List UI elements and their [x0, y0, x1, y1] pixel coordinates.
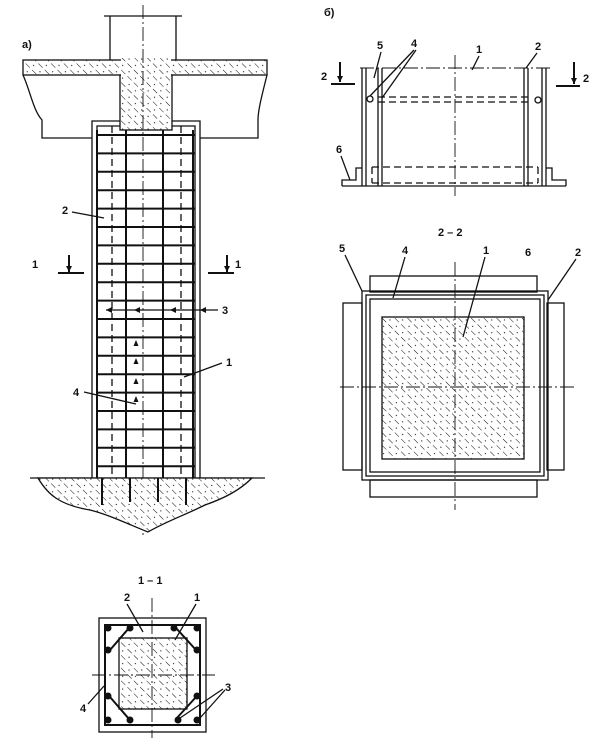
plate-top — [369, 275, 538, 293]
label-2: 2 — [575, 247, 581, 259]
leader-2b — [525, 52, 538, 69]
plate-right — [546, 302, 565, 471]
stub-joint — [121, 58, 171, 76]
leader — [87, 685, 105, 705]
leader-4 — [83, 391, 137, 405]
leader — [547, 258, 577, 301]
label-3: 3 — [225, 682, 231, 694]
arrowhead — [66, 266, 72, 272]
plate-bottom — [369, 479, 538, 498]
jacket-outline — [91, 120, 201, 478]
plate-left — [342, 302, 363, 471]
rebars — [104, 624, 201, 724]
column-stub — [119, 74, 173, 131]
drawing-b-caption: б) — [324, 7, 335, 19]
arrowheads-2 — [337, 76, 577, 84]
foundation-soil — [36, 477, 254, 533]
leader-6 — [340, 155, 351, 181]
leader — [462, 256, 486, 338]
label-1: 1 — [226, 357, 232, 369]
section-1-1-title: 1 – 1 — [138, 575, 162, 587]
bolt-right — [534, 96, 542, 104]
drawing-a-column-elevation: а) 2 1 1 3 1 4 — [22, 5, 268, 535]
label-2: 2 — [535, 41, 541, 53]
beam-outline — [22, 74, 268, 139]
leader-5 — [373, 51, 382, 79]
formwork-base — [341, 167, 567, 187]
label-4: 4 — [411, 38, 418, 50]
label-6: 6 — [336, 144, 342, 156]
section-mark-2-right: 2 — [583, 73, 589, 85]
label-5: 5 — [339, 243, 345, 255]
label-2: 2 — [124, 592, 130, 604]
section-arrow-right — [208, 255, 234, 274]
label-1: 1 — [476, 44, 482, 56]
label-1: 1 — [194, 592, 200, 604]
anchor-bars — [101, 478, 187, 505]
leader — [392, 256, 406, 299]
leader — [126, 603, 144, 633]
leader — [344, 254, 363, 292]
section-arrow-2-left — [331, 62, 355, 85]
section-2-2: 2 – 2 5 4 1 6 2 — [339, 227, 581, 510]
label-6: 6 — [525, 247, 531, 259]
section-mark-2-left: 2 — [321, 71, 327, 83]
column-section — [381, 316, 525, 460]
column-section — [118, 637, 188, 710]
label-3: 3 — [222, 305, 228, 317]
section-mark-1-right: 1 — [235, 259, 241, 271]
section-centerlines — [92, 598, 215, 738]
leader-2 — [71, 211, 105, 219]
label-4: 4 — [80, 703, 87, 715]
label-4: 4 — [402, 245, 409, 257]
section-1-1: 1 – 1 2 1 3 4 — [80, 575, 231, 738]
section-centerlines — [340, 262, 576, 510]
leader-1b — [471, 55, 480, 71]
leader — [179, 688, 226, 719]
label-5: 5 — [377, 40, 383, 52]
formwork-posts — [361, 68, 547, 186]
leader — [174, 603, 197, 641]
section-mark-1-left: 1 — [32, 259, 38, 271]
label-4: 4 — [73, 387, 80, 399]
drawing-a-caption: а) — [22, 39, 32, 51]
drawing-b-formwork-elevation: б) 5 4 1 2 2 2 6 — [321, 7, 589, 196]
reinforcement-mesh — [96, 126, 195, 478]
bolt-left — [366, 95, 374, 103]
corner-ties — [109, 627, 197, 720]
label-1: 1 — [483, 245, 489, 257]
leader-4b — [369, 49, 417, 99]
label-2: 2 — [62, 205, 68, 217]
leader-1 — [183, 362, 223, 378]
section-2-2-title: 2 – 2 — [438, 227, 462, 239]
section-arrow-2-right — [556, 62, 580, 87]
section-arrow-left — [58, 255, 84, 274]
arrowhead — [224, 266, 230, 272]
